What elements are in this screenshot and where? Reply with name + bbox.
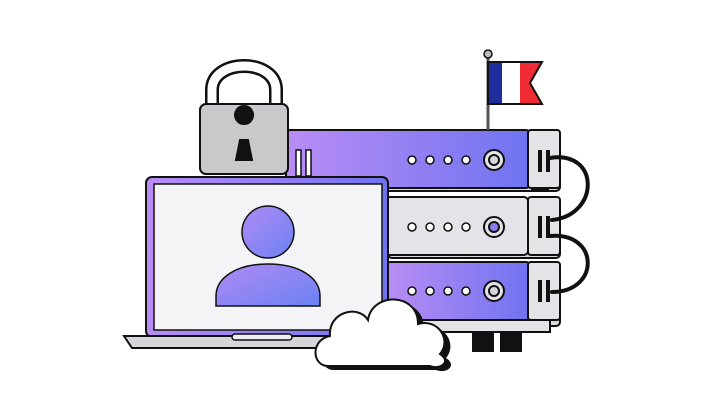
network-cable-icon	[548, 155, 590, 294]
server-rack-icon	[285, 129, 561, 333]
padlock-icon	[199, 59, 289, 175]
power-buttons	[483, 149, 505, 302]
flag-icon	[483, 49, 544, 130]
user-avatar-icon	[215, 205, 321, 307]
server-ports	[538, 150, 550, 302]
keyhole-icon	[234, 105, 255, 161]
server-unit-3	[385, 261, 561, 333]
server-feet	[472, 330, 522, 352]
server-leds	[407, 155, 471, 296]
cloud-icon	[314, 298, 452, 372]
